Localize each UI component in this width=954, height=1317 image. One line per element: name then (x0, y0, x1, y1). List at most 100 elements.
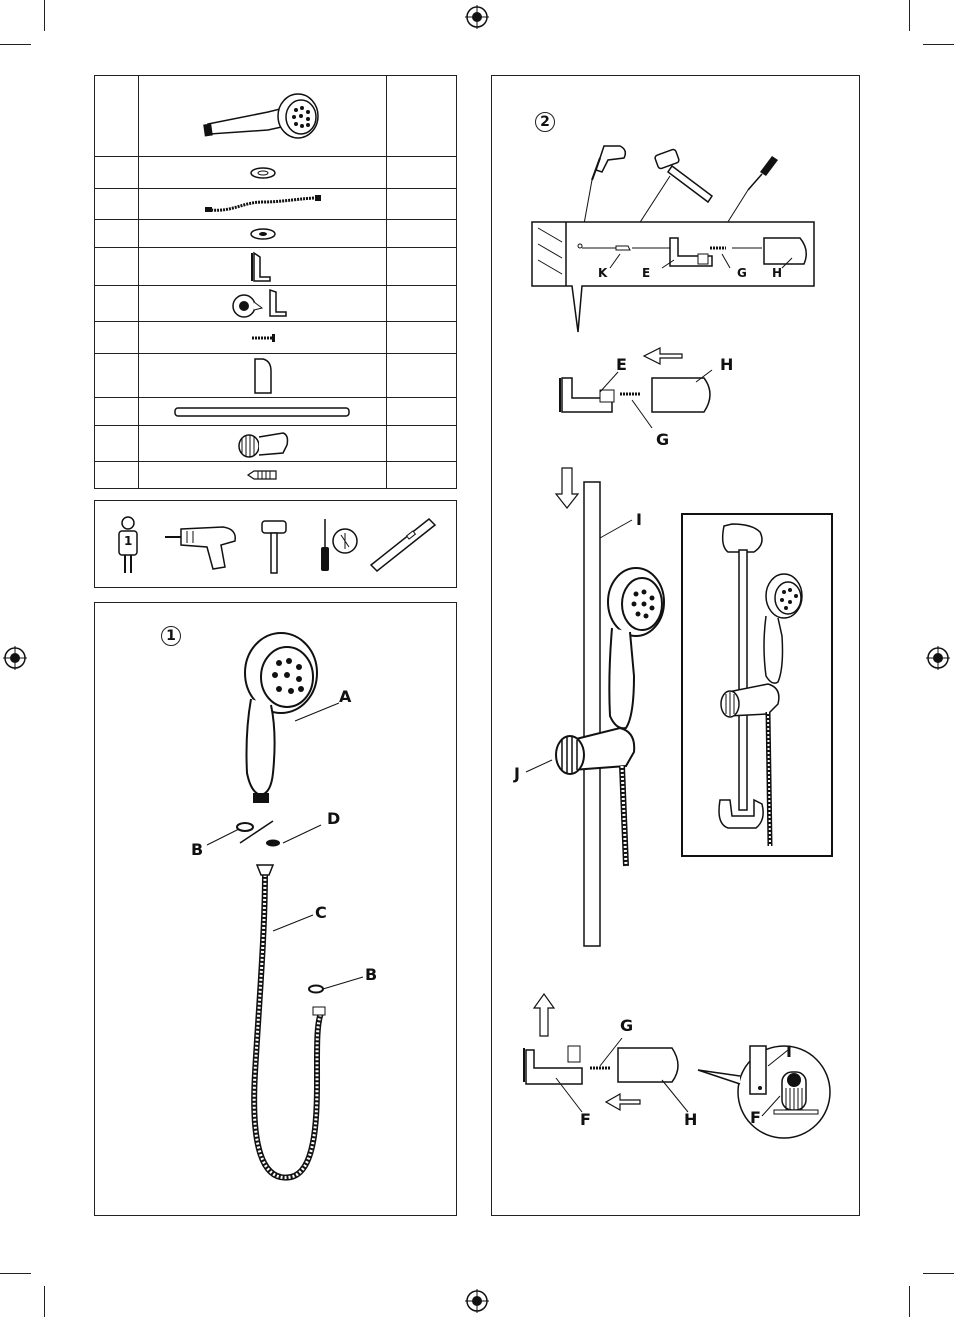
parts-row (95, 462, 456, 488)
part-qty-cell (386, 248, 456, 285)
part-letter-cell (95, 398, 139, 425)
part-letter-cell (95, 220, 139, 247)
part-qty-cell (386, 286, 456, 321)
part-letter-cell (95, 322, 139, 353)
part-letter-cell (95, 157, 139, 188)
parts-row (95, 354, 456, 398)
label-f: F (580, 1110, 591, 1129)
part-letter-cell (95, 189, 139, 219)
screwdriver-icon (748, 156, 778, 190)
part-qty-cell (386, 426, 456, 461)
part-image-cell (138, 322, 387, 353)
step1-panel: 1 A B D C B (94, 602, 457, 1216)
drill-icon (592, 146, 625, 180)
spirit-level-icon (367, 515, 439, 575)
label-g: G (656, 430, 669, 449)
washer-icon (248, 165, 278, 181)
crop-mark (909, 1286, 910, 1317)
drill-icon (163, 521, 243, 573)
part-image-cell (138, 220, 387, 247)
hammer-icon (654, 149, 712, 202)
part-image-cell (138, 157, 387, 188)
filter-washer-icon (248, 226, 278, 242)
parts-list-table (94, 75, 457, 489)
bracket-cover-icon (251, 357, 275, 395)
part-image-cell (138, 398, 387, 425)
part-image-cell (138, 426, 387, 461)
part-letter-cell (95, 354, 139, 397)
bracket-icon (248, 251, 278, 283)
label-g: G (620, 1016, 633, 1035)
label-e: E (616, 355, 627, 374)
part-qty-cell (386, 398, 456, 425)
screwdriver-icon (311, 517, 361, 577)
crop-mark (923, 1273, 954, 1274)
label-b: B (191, 840, 203, 859)
label-h: H (720, 355, 733, 374)
registration-mark-icon (926, 646, 950, 670)
label-b: B (365, 965, 377, 984)
hand-shower-icon (245, 633, 317, 803)
part-qty-cell (386, 220, 456, 247)
screw-icon (248, 332, 278, 344)
parts-row (95, 248, 456, 286)
person-count-label: 1 (124, 534, 132, 548)
wall-plug-icon (246, 469, 280, 481)
part-letter-cell (95, 248, 139, 285)
part-qty-cell (386, 157, 456, 188)
parts-row (95, 286, 456, 322)
registration-mark-icon (465, 1289, 489, 1313)
registration-mark-icon (3, 646, 27, 670)
part-image-cell (138, 354, 387, 397)
parts-row (95, 426, 456, 462)
slider-holder-icon (235, 429, 291, 459)
part-qty-cell (386, 354, 456, 397)
parts-row (95, 157, 456, 189)
crop-mark (0, 44, 31, 45)
label-c: C (315, 903, 327, 922)
part-image-cell (138, 286, 387, 321)
label-g: G (737, 266, 747, 280)
crop-mark (909, 0, 910, 31)
part-qty-cell (386, 189, 456, 219)
crop-mark (44, 1286, 45, 1317)
part-letter-cell (95, 462, 139, 488)
part-image-cell (138, 462, 387, 488)
part-letter-cell (95, 426, 139, 461)
label-i: I (636, 510, 642, 529)
label-f: F (750, 1108, 761, 1127)
step1-diagram (95, 603, 458, 1217)
parts-row (95, 398, 456, 426)
hammer-icon (259, 517, 289, 577)
parts-row (95, 76, 456, 157)
step2-diagram (492, 76, 861, 1217)
label-k: K (598, 266, 607, 280)
hand-shower-icon (198, 86, 328, 146)
crop-mark (923, 44, 954, 45)
label-d: D (327, 809, 340, 828)
label-h: H (684, 1110, 697, 1129)
parts-row (95, 220, 456, 248)
part-image-cell (138, 189, 387, 219)
label-i: I (786, 1042, 792, 1061)
part-qty-cell (386, 76, 456, 156)
lower-bracket-icon (228, 288, 298, 320)
slide-rail-icon (173, 406, 353, 418)
parts-row (95, 189, 456, 220)
part-image-cell (138, 248, 387, 285)
tools-panel: 1 (94, 500, 457, 588)
part-letter-cell (95, 286, 139, 321)
crop-mark (44, 0, 45, 31)
registration-mark-icon (465, 5, 489, 29)
hose-icon (203, 192, 323, 216)
parts-row (95, 322, 456, 354)
label-j: J (514, 764, 520, 783)
label-e: E (642, 266, 650, 280)
label-a: A (339, 687, 351, 706)
part-letter-cell (95, 76, 139, 156)
label-h: H (772, 266, 782, 280)
part-image-cell (138, 76, 387, 156)
part-qty-cell (386, 462, 456, 488)
part-qty-cell (386, 322, 456, 353)
step2-panel: 2 (491, 75, 860, 1216)
